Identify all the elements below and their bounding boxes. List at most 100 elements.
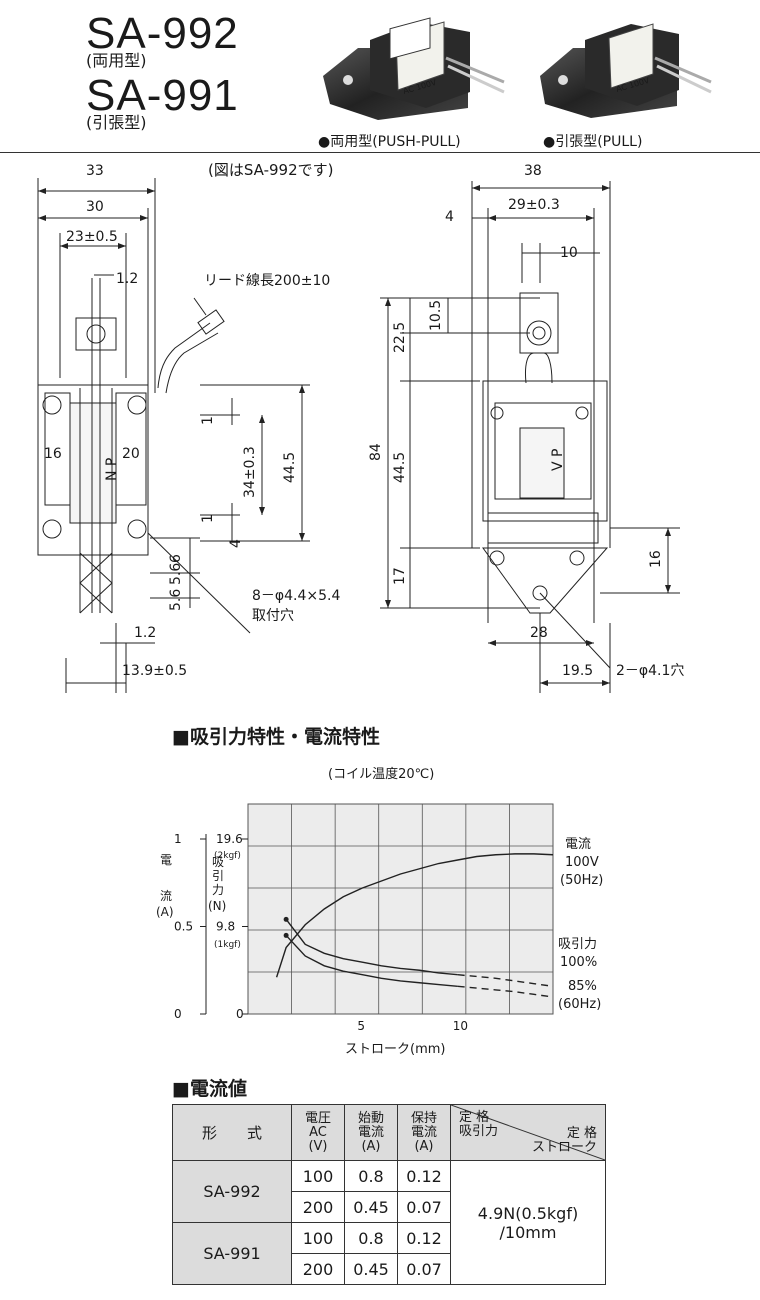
cell-voltage: 100 [291, 1222, 345, 1254]
legend-60hz: (60Hz) [558, 997, 601, 1012]
cell-hold: 0.07 [397, 1191, 451, 1223]
series-start-point [283, 932, 289, 938]
left-tick-label: 1 [174, 832, 182, 846]
cell-hold: 0.07 [397, 1253, 451, 1285]
legend-50hz: (50Hz) [560, 873, 603, 888]
right-axis-char-1: 吸 [212, 855, 224, 869]
series-line-3 [285, 934, 458, 988]
header-divider [0, 152, 760, 153]
cell-start: 0.45 [344, 1253, 398, 1285]
svg-text:取付穴: 取付穴 [252, 608, 294, 624]
svg-text:44.5: 44.5 [392, 452, 408, 483]
svg-text:30: 30 [86, 199, 104, 215]
series-line-dashed-2 [457, 974, 554, 988]
svg-text:1.2: 1.2 [116, 271, 138, 287]
svg-text:2－φ4.1穴: 2－φ4.1穴 [616, 663, 684, 679]
plot-area [247, 803, 554, 1015]
svg-text:リード線長200±10: リード線長200±10 [204, 273, 330, 289]
svg-text:6: 6 [168, 554, 184, 563]
svg-text:16: 16 [44, 446, 62, 462]
cell-hold: 0.12 [397, 1222, 451, 1254]
legend-100v: 100V [565, 855, 599, 870]
left-tick-label: 0 [174, 1007, 182, 1021]
current-value-table: 形 式 電圧 AC (V) 始動 電流 (A) 保持 電流 (A) 定 格 吸引… [172, 1104, 606, 1285]
model-title-sa991: SA-991 [86, 71, 239, 120]
svg-text:4: 4 [445, 209, 454, 225]
right-tick-note-2kgf: (2kgf) [214, 851, 241, 861]
x-axis-label: ストローク(mm) [345, 1042, 445, 1057]
right-tick-label: 9.8 [216, 920, 235, 934]
svg-text:10.5: 10.5 [428, 300, 444, 331]
left-axis-char-2: 流 [160, 889, 172, 903]
svg-text:17: 17 [392, 567, 408, 585]
x-tick-label: 5 [357, 1019, 365, 1033]
header-hold-current: 保持 電流 (A) [397, 1104, 451, 1161]
row-model-sa992: SA-992 [172, 1160, 292, 1223]
series-line-2 [285, 918, 458, 976]
cell-voltage: 100 [291, 1160, 345, 1192]
svg-text:19.5: 19.5 [562, 663, 593, 679]
svg-text:44.5: 44.5 [282, 452, 298, 483]
left-axis-char-1: 電 [160, 853, 172, 867]
chart-section-title: ■吸引力特性・電流特性 [172, 726, 380, 748]
right-axis-char-4: (N) [208, 899, 226, 913]
left-tick-label: 0.5 [174, 920, 193, 934]
legend-85pct: 85% [568, 979, 597, 994]
product-photo-pull: AC 100V [540, 23, 712, 118]
header-start-current: 始動 電流 (A) [344, 1104, 398, 1161]
dimension-drawing: 33 30 23±0.5 1.2 16 20 1 34±0.3 44.5 1 4… [37, 161, 684, 693]
svg-text:5.6: 5.6 [168, 563, 184, 585]
caption-push-pull: ●両用型(PUSH-PULL) [318, 134, 461, 150]
series-line-1 [275, 853, 554, 978]
series-line-dashed-3 [457, 985, 554, 998]
svg-text:13.9±0.5: 13.9±0.5 [122, 663, 187, 679]
right-tick-label: 19.6 [216, 832, 243, 846]
svg-text:10: 10 [560, 245, 578, 261]
drawing-note: (図はSA-992です) [208, 161, 333, 179]
right-tick-label: 0 [236, 1007, 244, 1021]
model-title-sa992: SA-992 [86, 9, 239, 58]
svg-text:34±0.3: 34±0.3 [242, 446, 258, 498]
header-rated: 定 格 吸引力 定 格 ストローク [450, 1104, 606, 1161]
cell-start: 0.45 [344, 1191, 398, 1223]
header-voltage: 電圧 AC (V) [291, 1104, 345, 1161]
header-model: 形 式 [172, 1104, 292, 1161]
left-axis-char-3: (A) [156, 905, 174, 919]
cell-start: 0.8 [344, 1160, 398, 1192]
row-model-sa991: SA-991 [172, 1222, 292, 1285]
svg-text:29±0.3: 29±0.3 [508, 197, 560, 213]
svg-text:1.2: 1.2 [134, 625, 156, 641]
series-start-point [283, 916, 289, 922]
svg-text:V P: V P [550, 449, 566, 471]
svg-text:38: 38 [524, 163, 542, 179]
cell-hold: 0.12 [397, 1160, 451, 1192]
legend-force: 吸引力 [558, 937, 597, 952]
svg-text:84: 84 [368, 443, 384, 461]
x-tick-label: 10 [453, 1019, 468, 1033]
svg-text:22.5: 22.5 [392, 322, 408, 353]
svg-text:N P: N P [104, 458, 120, 481]
current-section-title: ■電流値 [172, 1078, 247, 1100]
cell-voltage: 200 [291, 1253, 345, 1285]
svg-text:4: 4 [228, 539, 244, 548]
svg-text:1: 1 [200, 416, 216, 425]
cell-voltage: 200 [291, 1191, 345, 1223]
right-axis-char-3: 力 [212, 883, 224, 897]
svg-text:33: 33 [86, 163, 104, 179]
right-axis-char-2: 引 [212, 869, 224, 883]
svg-text:8－φ4.4×5.4: 8－φ4.4×5.4 [252, 588, 340, 604]
model-type-push-pull: (両用型) [86, 51, 147, 70]
legend-current: 電流 [565, 837, 591, 852]
svg-text:16: 16 [648, 550, 664, 568]
chart-title: (コイル温度20℃) [328, 766, 434, 782]
right-tick-note-1kgf: (1kgf) [214, 940, 241, 950]
cell-rated: 4.9N(0.5kgf) /10mm [450, 1160, 606, 1285]
svg-text:20: 20 [122, 446, 140, 462]
product-photo-push-pull: AC 100V [323, 17, 505, 120]
svg-text:1: 1 [200, 514, 216, 523]
svg-text:28: 28 [530, 625, 548, 641]
model-type-pull: (引張型) [86, 113, 147, 132]
svg-text:23±0.5: 23±0.5 [66, 229, 118, 245]
caption-pull: ●引張型(PULL) [543, 134, 643, 150]
